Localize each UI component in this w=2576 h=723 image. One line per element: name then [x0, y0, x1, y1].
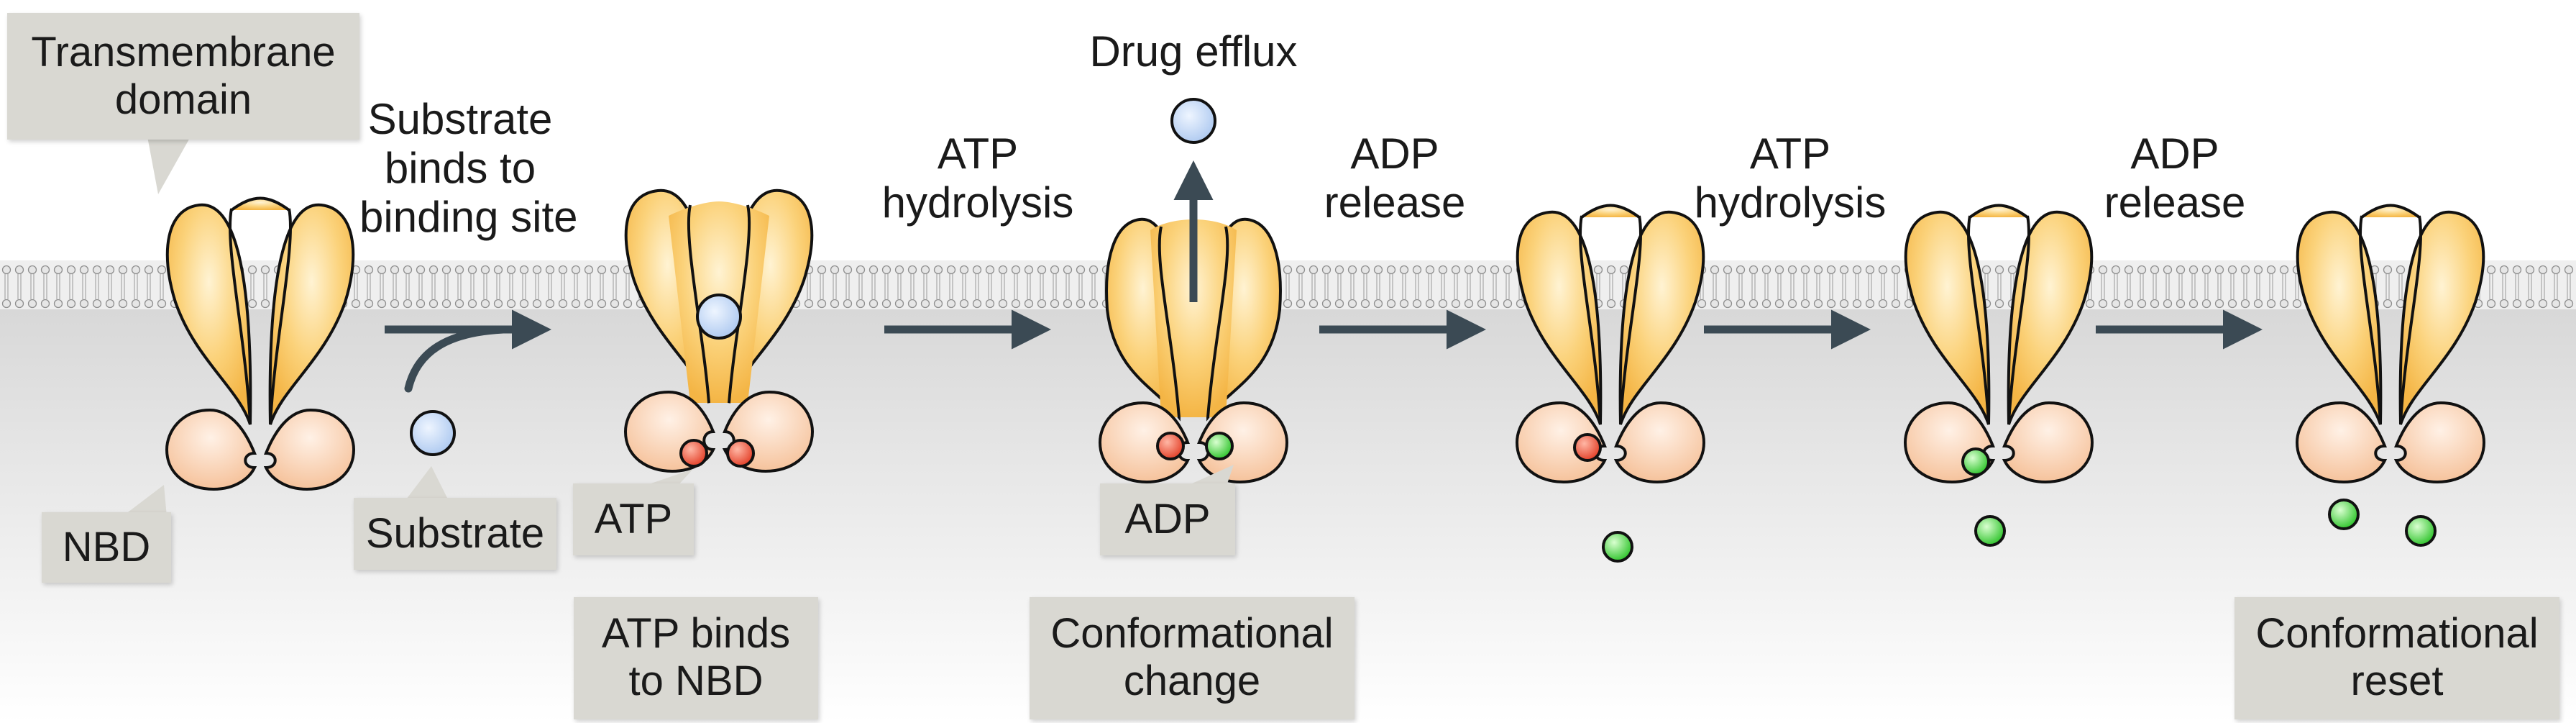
adp-released: [2328, 499, 2360, 530]
caption-line: Conformational: [1050, 610, 1334, 657]
caption-line: reset: [2350, 658, 2444, 704]
step-label-line: ATP: [1749, 129, 1831, 178]
caption-line: change: [1123, 658, 1261, 704]
substrate-bound: [696, 294, 742, 340]
step-label-adp-release-2: ADP release: [2089, 129, 2261, 227]
step-label-line: Substrate: [367, 95, 553, 143]
atp-molecule: [1573, 433, 1602, 462]
caption-line: ATP binds: [601, 610, 791, 657]
adp-released: [1602, 531, 1633, 563]
transporter-adp-released: [1515, 204, 1706, 563]
caption-conformational-change: Conformational change: [1030, 597, 1355, 719]
caption-atp-binds: ATP binds to NBD: [574, 597, 818, 719]
step-label-adp-release: ADP release: [1308, 129, 1481, 227]
lipid-bilayer: [0, 260, 2576, 309]
transmembrane-domain-callout: Transmembrane domain: [7, 13, 359, 140]
step-label-line: hydrolysis: [1694, 178, 1887, 227]
callout-pointer: [638, 469, 693, 488]
step-label-atp-hydrolysis-2: ATP hydrolysis: [1693, 129, 1887, 227]
transporter-outward-open: [1098, 98, 1289, 484]
step-label-drug-efflux: Drug efflux: [1089, 27, 1298, 76]
caption-conformational-reset: Conformational reset: [2234, 597, 2559, 719]
adp-molecule: [1961, 447, 1990, 476]
substrate-effluxed: [1170, 98, 1216, 144]
callout-pointer: [1183, 465, 1234, 488]
transporter-reset: [2295, 204, 2486, 547]
step-label-atp-hydrolysis: ATP hydrolysis: [881, 129, 1075, 227]
substrate-free: [410, 410, 456, 456]
transmembrane-domain-line-1: Transmembrane: [31, 29, 336, 76]
caption-line: Conformational: [2255, 610, 2539, 657]
nbd-callout: NBD: [42, 512, 171, 583]
atp-molecule: [1156, 432, 1185, 460]
step-label-substrate-binds: Substrate binds to binding site: [359, 95, 578, 242]
adp-molecule: [1205, 432, 1234, 460]
adp-released: [2405, 515, 2437, 547]
callout-pointer: [404, 466, 449, 502]
step-label-line: ATP: [937, 129, 1019, 178]
adp-callout: ADP: [1100, 483, 1235, 555]
substrate-callout: Substrate: [354, 498, 556, 570]
callout-pointer: [122, 485, 167, 517]
callout-pointer: [147, 137, 191, 194]
atp-callout: ATP: [573, 483, 694, 555]
atp-molecule: [726, 439, 755, 468]
step-label-line: ADP: [2130, 129, 2219, 178]
transmembrane-domain-line-2: domain: [114, 76, 252, 123]
caption-line: to NBD: [628, 658, 764, 704]
step-label-line: binding site: [359, 193, 578, 241]
step-label-line: binds to: [384, 144, 536, 192]
atp-molecule: [679, 439, 708, 468]
transporter-resting: [165, 196, 356, 491]
adp-released: [1974, 515, 2006, 547]
transporter-atp-bound: [623, 188, 815, 473]
step-label-line: hydrolysis: [881, 178, 1074, 227]
transporter-second-hydrolysis: [1903, 204, 2094, 547]
step-label-line: release: [2104, 178, 2246, 227]
step-label-line: ADP: [1350, 129, 1439, 178]
step-label-line: release: [1324, 178, 1466, 227]
